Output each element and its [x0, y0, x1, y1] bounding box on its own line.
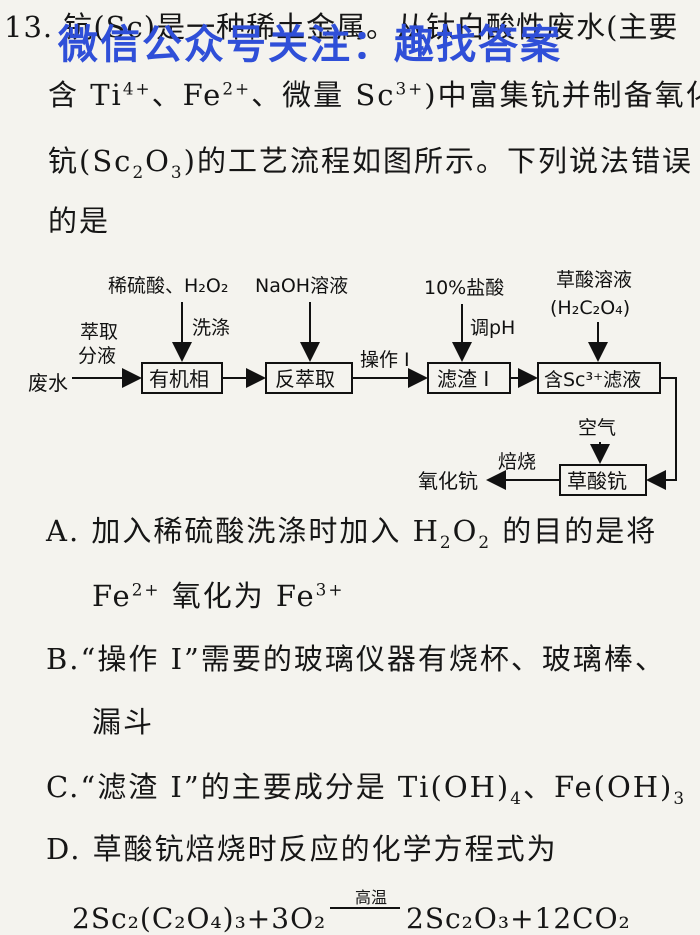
reaction-condition: 高温: [355, 888, 388, 907]
process-flowchart: 废水 萃取 分液 有机相 稀硫酸、H₂O₂ 洗涤 反萃取 NaOH溶液 操作 I…: [28, 269, 677, 496]
reaction-equation-left: 2Sc₂(C₂O₄)₃+3O₂: [72, 902, 327, 935]
reagent-naoh: NaOH溶液: [255, 275, 348, 297]
box-organic-phase-label: 有机相: [149, 367, 209, 391]
reagent-oxalic-formula: (H₂C₂O₄): [550, 297, 630, 319]
input-waste-label: 废水: [28, 371, 68, 395]
question-stem-line-2: 含 Ti4+、Fe2+、微量 Sc3+)中富集钪并制备氧化: [48, 78, 700, 112]
ph-label: 调pH: [470, 317, 515, 339]
option-a-line-2: Fe2+ 氧化为 Fe3+: [92, 579, 345, 613]
arrow-filtrate-to-oxalate: [646, 377, 677, 490]
question-stem-line-4: 的是: [48, 204, 111, 238]
wash-label: 洗涤: [192, 317, 230, 339]
option-c-line-1: C.“滤渣 I”的主要成分是 Ti(OH)4、Fe(OH)3: [46, 770, 687, 808]
reaction-equation-right: 2Sc₂O₃+12CO₂: [406, 902, 631, 935]
box-scandium-oxalate-label: 草酸钪: [567, 469, 627, 493]
roast-label: 焙烧: [498, 451, 536, 473]
option-d-line-1: D. 草酸钪焙烧时反应的化学方程式为: [46, 832, 558, 866]
reaction-equation-arrow: [330, 907, 400, 909]
option-b-line-1: B.“操作 I”需要的玻璃仪器有烧杯、玻璃棒、: [46, 642, 666, 676]
extract-label-top: 萃取: [80, 321, 118, 343]
box-sc-filtrate-label: 含Sc³⁺滤液: [544, 369, 641, 391]
box-residue-one-label: 滤渣 I: [437, 367, 489, 391]
reagent-oxalic: 草酸溶液: [556, 269, 632, 291]
reagent-hcl: 10%盐酸: [424, 277, 504, 299]
watermark-text: 微信公众号关注：趣找答案: [58, 22, 562, 68]
output-oxide-label: 氧化钪: [418, 469, 478, 493]
question-number: 13. 钪(Sc)是一种稀土金属。从钛白酸性废水(主要: [4, 10, 679, 44]
operation-label: 操作 I: [360, 349, 410, 371]
option-b-line-2: 漏斗: [92, 705, 155, 739]
box-back-extraction-label: 反萃取: [275, 367, 335, 391]
extract-label-bottom: 分液: [78, 345, 116, 367]
question-stem-line-1: 钪(Sc)是一种稀土金属。从钛白酸性废水(主要: [63, 10, 679, 44]
air-label: 空气: [578, 417, 616, 439]
reagent-acid-peroxide: 稀硫酸、H₂O₂: [108, 275, 228, 297]
option-a-line-1: A. 加入稀硫酸洗涤时加入 H2O2 的目的是将: [46, 514, 658, 552]
question-stem-line-3: 钪(Sc2O3)的工艺流程如图所示。下列说法错误: [48, 144, 693, 182]
